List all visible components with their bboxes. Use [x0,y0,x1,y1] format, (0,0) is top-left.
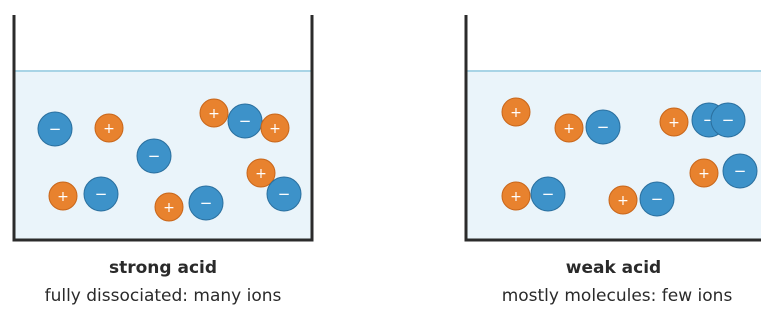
cation-circle [199,98,229,128]
plus-sign: + [563,121,575,137]
minus-sign: − [148,147,161,165]
cation-particle: + [608,185,638,215]
cation-circle [659,107,689,137]
solution-weak-acid [466,71,761,240]
beaker-wall-strong-acid [12,15,314,242]
cation-circle [554,113,584,143]
minus-sign: − [239,112,252,130]
cation-particle: + [199,98,229,128]
anion-particle: − [136,138,172,174]
plus-sign: + [698,166,710,182]
anion-particle: − [722,153,758,189]
plus-sign: + [103,121,115,137]
anion-circle [722,153,758,189]
minus-sign: − [734,162,747,180]
cation-circle [260,113,290,143]
cation-circle [608,185,638,215]
anion-circle [188,185,224,221]
anion-particle: − [188,185,224,221]
cation-circle [154,192,184,222]
anion-circle [266,176,302,212]
beaker-wall-weak-acid [464,15,761,242]
plus-sign: + [510,105,522,121]
anion-circle [585,109,621,145]
anion-particle: − [37,111,73,147]
cation-circle [689,158,719,188]
cation-circle [94,113,124,143]
anion-particle: − [227,103,263,139]
panel-title-strong-acid: strong acid [108,258,218,278]
cation-circle [246,158,276,188]
minus-sign: − [722,111,735,129]
panel-subtitle-strong-acid: fully dissociated: many ions [44,286,282,306]
anion-circle [83,176,119,212]
minus-sign: − [95,185,108,203]
cation-particle: + [94,113,124,143]
anion-particle: − [639,181,675,217]
anion-circle [227,103,263,139]
cation-circle [501,97,531,127]
anion-circle [37,111,73,147]
anion-circle [530,176,566,212]
plus-sign: + [668,115,680,131]
plus-sign: + [510,189,522,205]
minus-sign: − [49,120,62,138]
cation-particle: + [501,97,531,127]
plus-sign: + [163,200,175,216]
panel-title-weak-acid: weak acid [565,258,662,278]
minus-sign: − [278,185,291,203]
cation-particle: + [154,192,184,222]
panel-subtitle-weak-acid: mostly molecules: few ions [501,286,733,306]
cation-particle: + [689,158,719,188]
anion-particle: − [530,176,566,212]
cation-particle: + [501,181,531,211]
minus-sign: − [200,194,213,212]
ion-group-strong-acid: −++−+−+−+−+− [37,98,302,222]
anion-particle: − [83,176,119,212]
anion-circle [136,138,172,174]
cation-particle: + [659,107,689,137]
cation-circle [501,181,531,211]
cation-particle: + [260,113,290,143]
cation-particle: + [554,113,584,143]
plus-sign: + [208,106,220,122]
plus-sign: + [617,193,629,209]
anion-circle [710,102,746,138]
minus-sign: − [651,190,664,208]
plus-sign: + [255,166,267,182]
plus-sign: + [269,121,281,137]
plus-sign: + [57,189,69,205]
anion-particle: − [266,176,302,212]
cation-particle: + [246,158,276,188]
minus-sign: − [542,185,555,203]
anion-circle [639,181,675,217]
minus-sign: − [597,118,610,136]
anion-particle: − [710,102,746,138]
anion-particle: − [585,109,621,145]
cation-circle [48,181,78,211]
ion-group-weak-acid: ++−+−−+−+−+− [501,97,758,217]
cation-particle: + [48,181,78,211]
